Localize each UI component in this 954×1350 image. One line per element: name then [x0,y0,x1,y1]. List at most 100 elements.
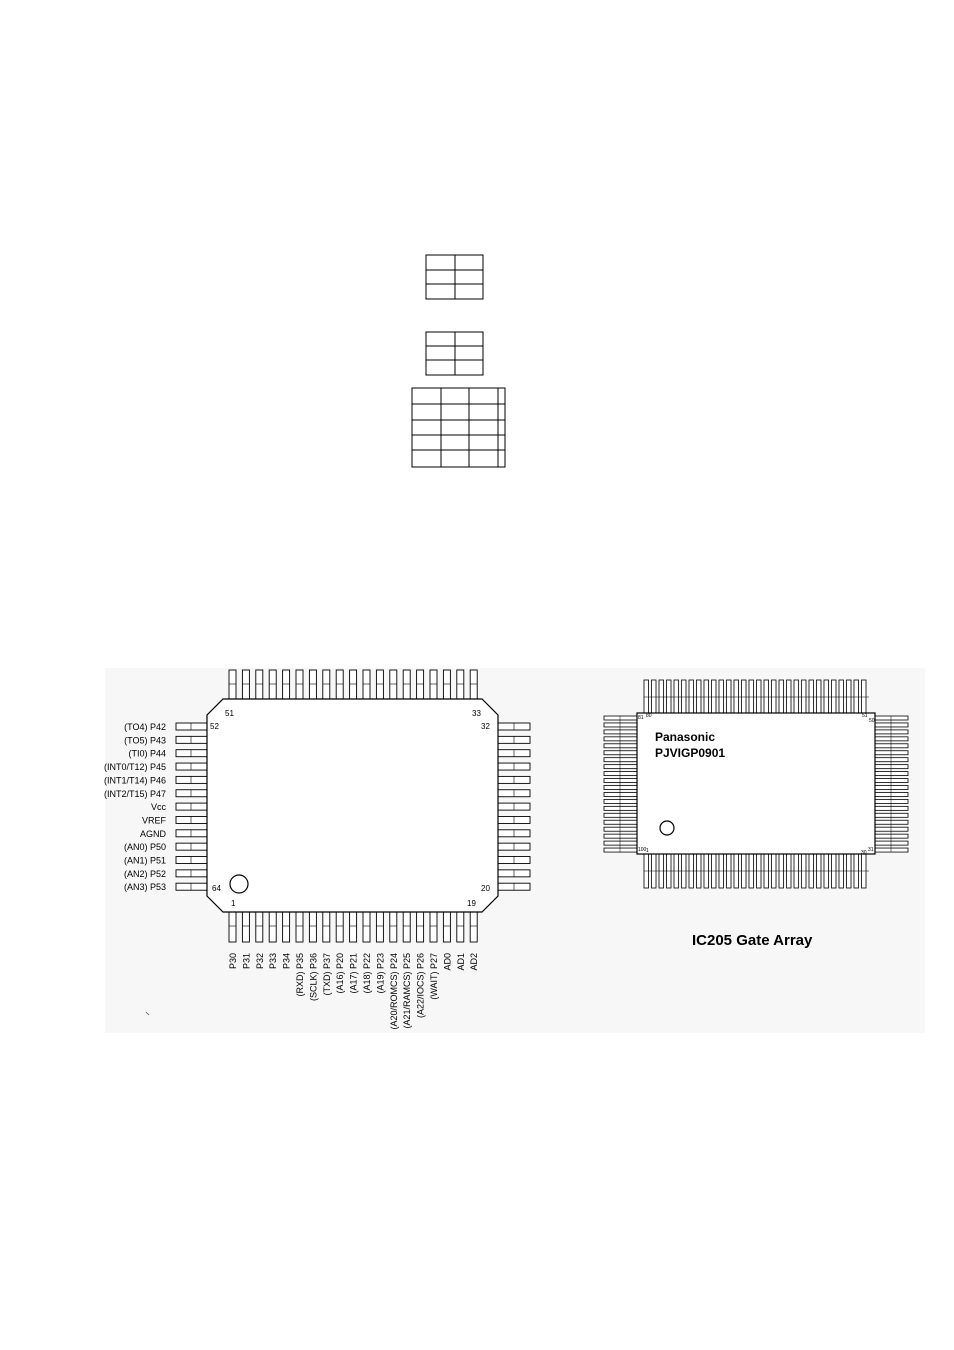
cpu-bottom-pin [456,911,465,943]
gate-array-left-pin [603,736,638,742]
cpu-chip: 51 33 52 32 64 20 1 19 (TO4) P42(TO5) P4… [104,669,531,1030]
gate-array-top-pin [801,679,807,714]
gate-array-top-pin [793,679,799,714]
cpu-left-pin [175,722,208,731]
gate-array-left-pin [603,750,638,756]
cpu-bottom-pin-label: AD0 [442,953,452,971]
cpu-bottom-pin-label: (A20/ROMCS) P24 [389,953,399,1030]
cpu-bottom-pin [375,911,384,943]
cpu-bottom-pin-label: (TXD) P37 [322,953,332,996]
gate-array-left-pin [603,764,638,770]
cpu-top-pin [268,669,277,700]
cpu-bottom-pin [416,911,425,943]
cpu-corner-64: 64 [212,884,221,893]
cpu-bottom-pin [362,911,371,943]
gate-array-right-pin [874,750,909,756]
gate-array-top-pin [733,679,739,714]
cpu-bottom-pin [442,911,451,943]
cpu-bottom-pin [295,911,304,943]
cpu-bottom-pin-label: P34 [282,953,292,969]
gate-array-top-pin [778,679,784,714]
cpu-top-pin [349,669,358,700]
cpu-bottom-pin-label: (A21/RAMCS) P25 [402,953,412,1029]
gate-array-top-pin [696,679,702,714]
gate-array-left-pin [603,743,638,749]
gate-array-top-pin [763,679,769,714]
gate-array-top-pin [658,679,664,714]
gate-array-right-pin [874,805,909,811]
cpu-left-pin [175,829,208,838]
gate-array-corner-81: 81 [638,715,644,721]
cpu-left-pin [175,882,208,891]
cpu-top-pin [416,669,425,700]
cpu-bottom-pin [241,911,250,943]
gate-array-left-pin [603,840,638,846]
gate-array-left-pin [603,819,638,825]
gate-array-left-pin [603,729,638,735]
cpu-left-pin-label: (INT1/T14) P46 [104,775,166,785]
gate-array-top-pin [846,679,852,714]
gate-array-right-pin [874,840,909,846]
cpu-corner-51: 51 [225,709,234,718]
cpu-left-labels: (TO4) P42(TO5) P43(TI0) P44(INT0/T12) P4… [104,722,167,892]
gate-array-top-pin [718,679,724,714]
gate-array-top-pin [831,679,837,714]
cpu-left-pin [175,816,208,824]
cpu-left-pin [175,762,208,771]
cpu-bottom-pin-label: P33 [268,953,278,969]
cpu-bottom-pin-label: (RXD) P35 [295,953,305,997]
cpu-left-pin-label: VREF [142,815,167,825]
cpu-top-pin [282,669,291,700]
cpu-corner-52: 52 [210,722,219,731]
gate-array-top-pin [666,679,672,714]
gate-array-left-pin [603,715,638,721]
cpu-left-pin-label: (AN3) P53 [124,882,166,892]
cpu-top-pin [456,669,465,700]
gate-array-caption: IC205 Gate Array [692,932,813,949]
cpu-bottom-pin-label: (SCLK) P36 [308,953,318,1001]
gate-array-right-pin [874,799,909,804]
gate-array-right-pin [874,743,909,749]
gate-array-right-pin [874,778,909,783]
cpu-bottom-pin [282,911,291,943]
gate-array-top-pin [741,679,747,714]
cpu-left-pin [175,775,208,784]
gate-array-top-pin [838,679,844,714]
gate-array-top-pin [688,679,694,714]
gate-array-left-pin [603,833,638,839]
cpu-left-pin [175,802,208,811]
gate-array-left-pin [603,722,638,728]
gate-array-left-pin [603,792,638,797]
gate-array-left-pin [603,771,638,776]
gate-array-marking-line2: PJVIGP0901 [655,746,725,760]
cpu-bottom-pin-label: AD1 [456,953,466,971]
cpu-top-pin [402,669,411,700]
gate-array-corner-80: 80 [646,713,652,719]
cpu-top-pin [442,669,451,700]
gate-array-top-pin [756,679,762,714]
gate-array-right-pin [874,785,909,790]
gate-array-left-pin [603,812,638,818]
gate-array-top-pin [703,679,709,714]
gate-array-right-pin [874,736,909,742]
cpu-bottom-pin [335,911,344,943]
cpu-corner-19: 19 [467,899,476,908]
gate-array-top-pin [673,679,679,714]
cpu-bottom-pin-label: (WAIT) P27 [429,953,439,1000]
cpu-top-pin [469,669,478,700]
gate-array-top-pin [726,679,732,714]
cpu-pin1-marker [229,874,249,894]
cpu-left-pin-label: (AN0) P50 [124,842,166,852]
cpu-top-pin [335,669,344,700]
cpu-left-pin [175,869,208,878]
cpu-corner-1: 1 [231,899,236,908]
gate-array-body [636,712,876,855]
gate-array-pin1-marker [659,820,675,836]
gate-array-right-pin [874,757,909,763]
cpu-bottom-pin [255,911,264,943]
cpu-left-pin-label: (INT0/T12) P45 [104,762,166,772]
cpu-bottom-pin [349,911,358,943]
gate-array-corner-50: 50 [869,718,875,724]
cpu-left-pin-label: (INT2/T15) P47 [104,789,166,799]
